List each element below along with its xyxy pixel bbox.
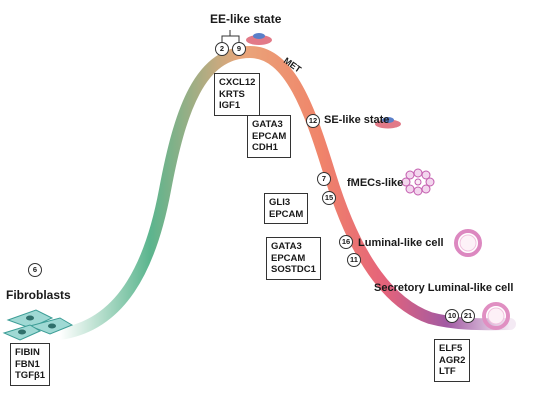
- trajectory-curve: [54, 45, 516, 340]
- marker-gene: IGF1: [219, 100, 241, 111]
- fibroblasts-label: Fibroblasts: [6, 288, 71, 302]
- marker-gene: EPCAM: [271, 252, 306, 264]
- marker-gene: AGR2: [439, 354, 466, 366]
- secretory-label: Secretory Luminal-like cell: [374, 282, 514, 294]
- marker-gene: SOSTDC1: [271, 264, 316, 275]
- cluster-number: 2: [215, 42, 229, 56]
- fmecs-label: fMECs-like: [347, 177, 404, 189]
- cluster-number: 10: [445, 309, 459, 323]
- marker-gene: GATA3: [271, 241, 302, 252]
- marker-gene: ELF5: [439, 343, 463, 354]
- marker-gene: CXCL12: [219, 77, 256, 88]
- marker-gene: EPCAM: [269, 208, 304, 220]
- se-state-label: SE-like state: [324, 114, 390, 126]
- ee-marker-box: CXCL12 KRTS IGF1: [214, 73, 261, 116]
- secretory-ring-icon: [482, 302, 510, 330]
- se-marker-box: GATA3 EPCAM CDH1: [247, 115, 292, 158]
- ee-bracket: [221, 30, 240, 42]
- fibroblast-cells-icon: [2, 309, 74, 341]
- marker-gene: GLI3: [269, 197, 291, 208]
- cluster-number: 12: [306, 114, 320, 128]
- cluster-number: 11: [347, 253, 361, 267]
- marker-gene: FIBIN: [15, 347, 40, 358]
- cluster-number: 15: [322, 191, 336, 205]
- fmecs-organoid-icon: [401, 168, 435, 196]
- luminal-label: Luminal-like cell: [358, 237, 444, 249]
- marker-gene: LTF: [439, 366, 456, 377]
- marker-gene: GATA3: [252, 119, 283, 130]
- fmecs-marker-box: GLI3 EPCAM: [264, 193, 309, 224]
- cluster-number: 21: [461, 309, 475, 323]
- secretory-marker-box: ELF5 AGR2 LTF: [434, 339, 471, 382]
- marker-gene: KRTS: [219, 88, 245, 100]
- cluster-number: 9: [232, 42, 246, 56]
- marker-gene: EPCAM: [252, 130, 287, 142]
- ee-cell-icon: [246, 33, 272, 45]
- se-cell-icon: [375, 117, 401, 129]
- luminal-marker-box: GATA3 EPCAM SOSTDC1: [266, 237, 321, 280]
- marker-gene: CDH1: [252, 142, 278, 153]
- fibroblast-marker-box: FIBIN FBN1 TGFβ1: [10, 343, 51, 386]
- marker-gene: FBN1: [15, 358, 40, 370]
- cluster-number: 7: [317, 172, 331, 186]
- luminal-ring-icon: [454, 229, 482, 257]
- marker-gene: TGFβ1: [15, 370, 46, 381]
- cluster-number: 6: [28, 263, 42, 277]
- ee-state-label: EE-like state: [210, 12, 282, 26]
- cluster-number: 16: [339, 235, 353, 249]
